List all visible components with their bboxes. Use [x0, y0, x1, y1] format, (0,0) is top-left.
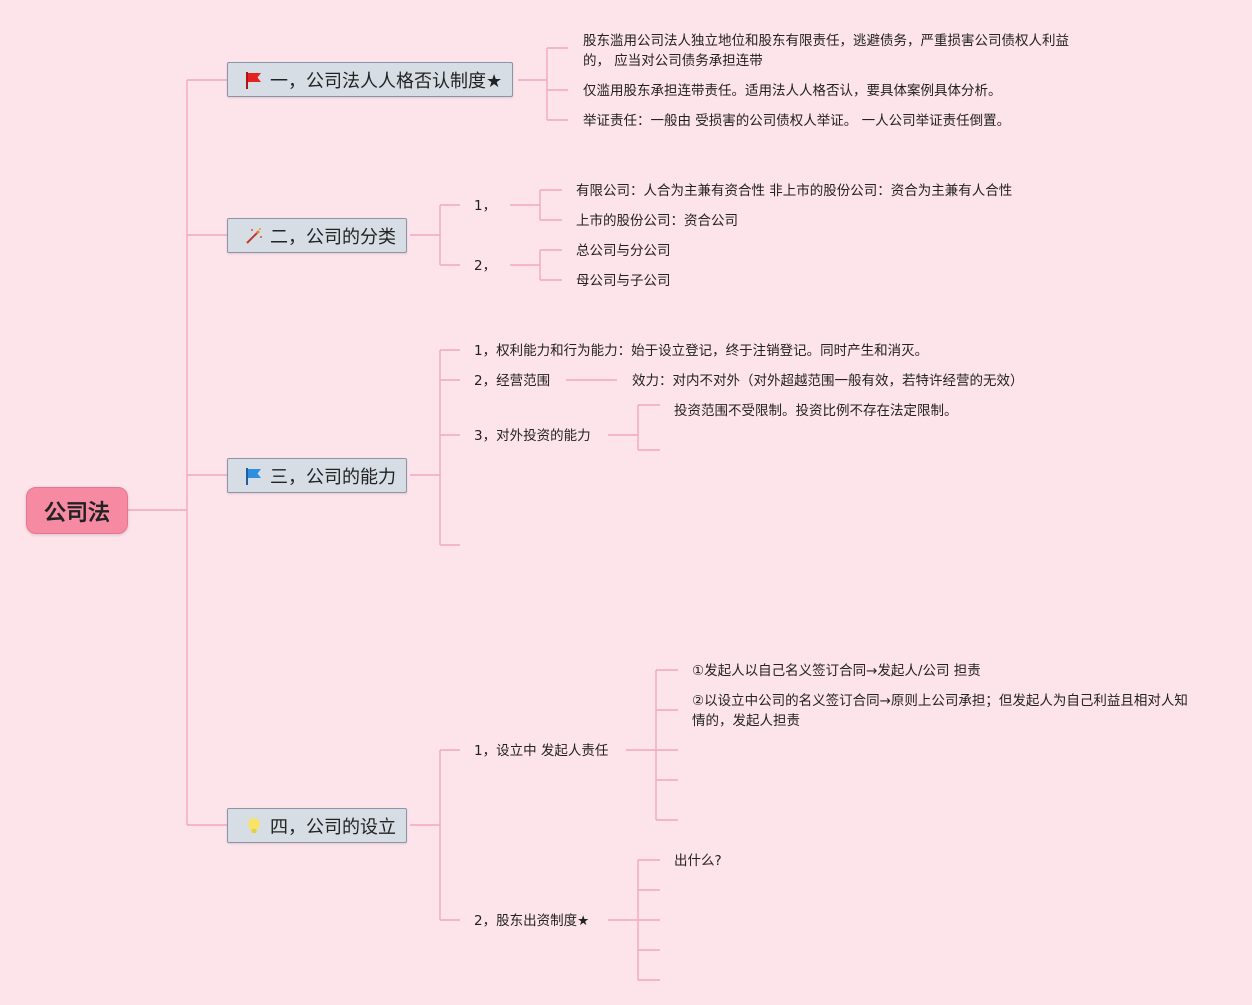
branch-1-label: 一，公司法人人格否认制度★	[270, 70, 503, 92]
branch-2-topic[interactable]: 二，公司的分类	[227, 218, 407, 253]
branch-2-label: 二，公司的分类	[270, 226, 396, 248]
branch-3-group-2-item-1: 效力：对内不对外（对外超越范围一般有效，若特许经营的无效）	[632, 373, 1024, 389]
branch-1-topic[interactable]: 一，公司法人人格否认制度★	[227, 62, 514, 97]
branch-1-item-2: 仅滥用股东承担连带责任。适用法人人格否认，要具体案例具体分析。	[583, 83, 1002, 99]
branch-2-group-2-item-1: 总公司与分公司	[576, 243, 671, 259]
branch-3-group-3-label[interactable]: 3，对外投资的能力	[474, 428, 591, 444]
branch-1-item-3: 举证责任：一般由 受损害的公司债权人举证。 一人公司举证责任倒置。	[583, 113, 1011, 129]
branch-4-group-1-label[interactable]: 1，设立中 发起人责任	[474, 743, 609, 759]
branch-3-group-2-label[interactable]: 2，经营范围	[474, 373, 551, 389]
magic-wand-icon	[244, 226, 264, 246]
branch-2-group-1-item-1: 有限公司：人合为主兼有资合性 非上市的股份公司：资合为主兼有人合性	[576, 183, 1013, 199]
root-topic[interactable]: 公司法	[26, 487, 128, 534]
branch-4-group-2-item-1: 出什么?	[674, 853, 722, 869]
blue-flag-icon	[244, 466, 264, 486]
branch-3-label: 三，公司的能力	[270, 466, 396, 488]
root-label: 公司法	[43, 500, 110, 526]
red-flag-icon	[244, 70, 264, 90]
branch-3-group-1-label[interactable]: 1，权利能力和行为能力：始于设立登记，终于注销登记。同时产生和消灭。	[474, 343, 929, 359]
branch-4-group-1-item-2: ②以设立中公司的名义签订合同→原则上公司承担；但发起人为自己利益且相对人知情的，…	[692, 693, 1188, 729]
lightbulb-icon	[244, 816, 264, 836]
branch-4-group-1-item-1: ①发起人以自己名义签订合同→发起人/公司 担责	[692, 663, 981, 679]
branch-2-group-2-label[interactable]: 2，	[474, 258, 497, 274]
branch-4-topic[interactable]: 四，公司的设立	[227, 808, 407, 843]
branch-4-group-2-label[interactable]: 2，股东出资制度★	[474, 913, 590, 929]
branch-2-group-2-item-2: 母公司与子公司	[576, 273, 671, 289]
branch-2-group-1-label[interactable]: 1，	[474, 198, 497, 214]
branch-1-item-1: 股东滥用公司法人独立地位和股东有限责任，逃避债务，严重损害公司债权人利益的， 应…	[583, 33, 1069, 69]
branch-2-group-1-item-2: 上市的股份公司：资合公司	[576, 213, 738, 229]
branch-3-topic[interactable]: 三，公司的能力	[227, 458, 407, 493]
branch-3-group-3-item-1: 投资范围不受限制。投资比例不存在法定限制。	[674, 403, 958, 419]
branch-4-label: 四，公司的设立	[270, 816, 396, 838]
